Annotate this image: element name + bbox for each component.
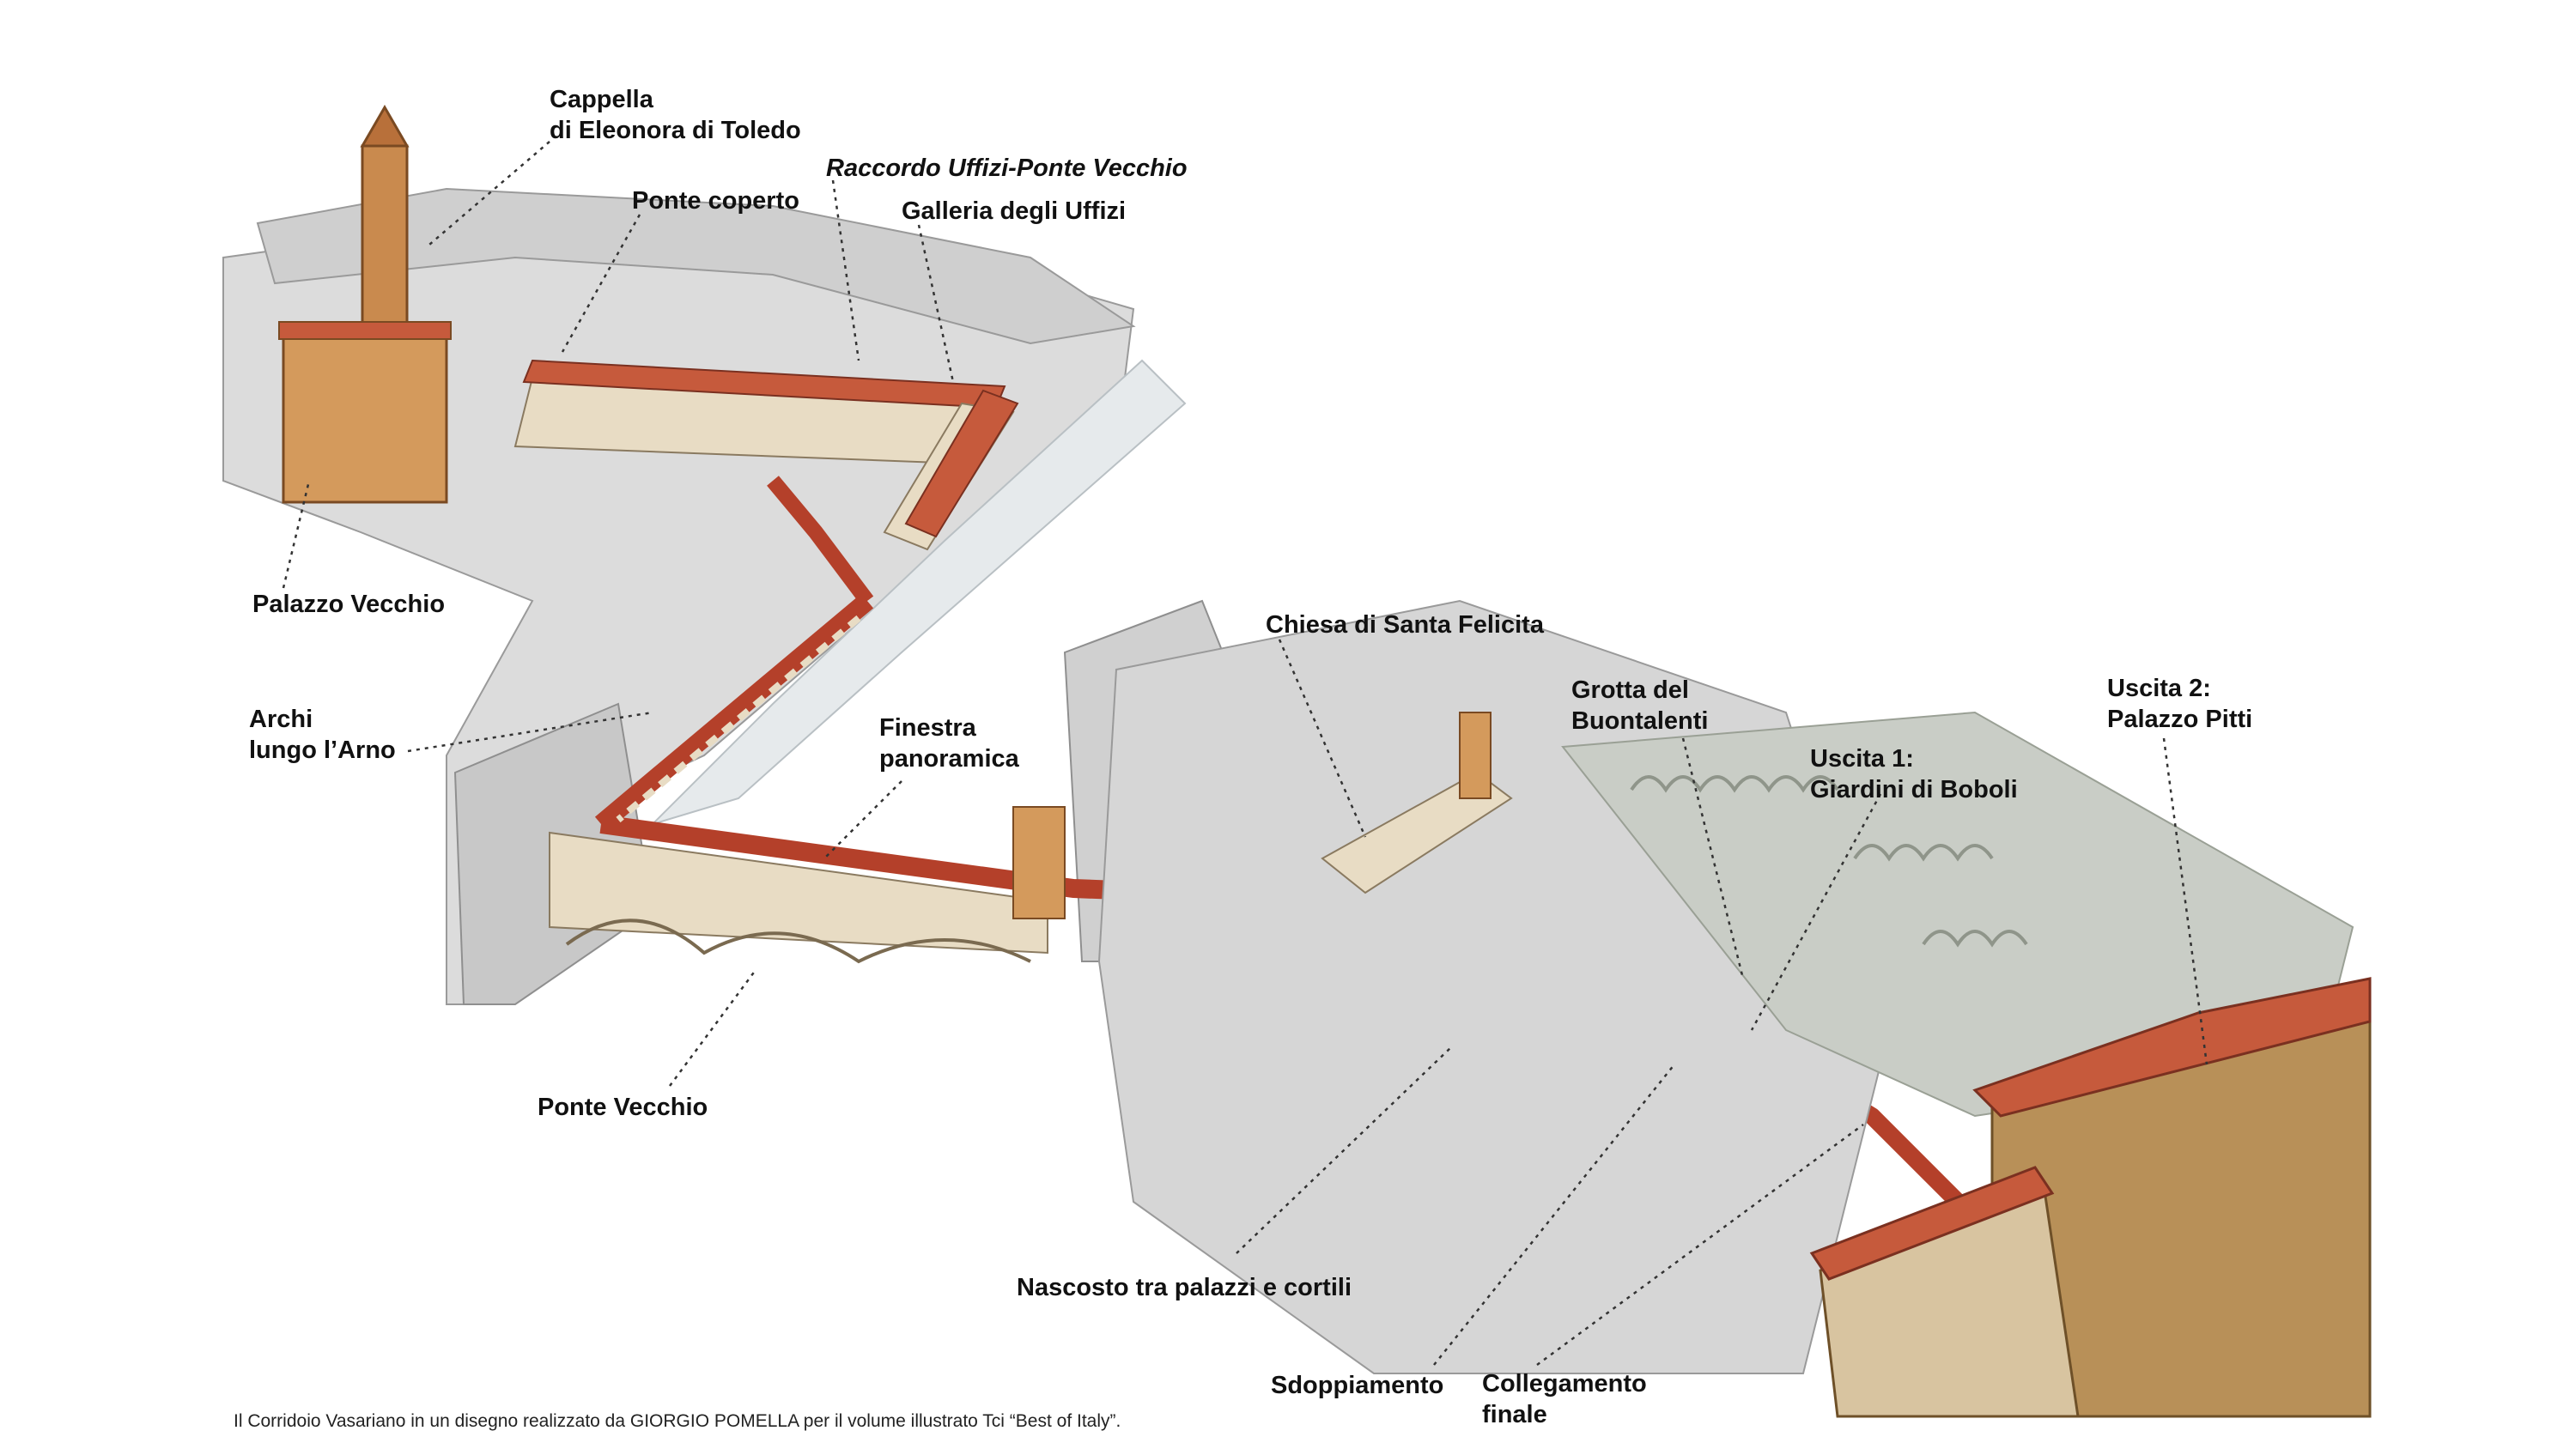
palazzo-pitti-building [1809,977,2372,1418]
label-raccordo: Raccordo Uffizi-Ponte Vecchio [826,155,1188,182]
leader-grotta [1681,737,1745,979]
label-sdoppiamento: Sdoppiamento [1271,1372,1444,1399]
corridor-uffizi-to-arno [767,476,874,606]
archi-arcade [616,615,861,823]
leader-nascosto [1236,1046,1452,1254]
palazzo-vecchio-tower [361,144,409,336]
leader-palazzo-vecchio [282,480,311,589]
leader-cappella [428,141,550,246]
palazzo-vecchio-building [278,105,452,504]
ponte-vecchio-tower [1012,806,1066,919]
palazzo-vecchio-battlement [278,321,452,340]
leader-uscita1 [1750,793,1882,1031]
label-palazzo-vecchio: Palazzo Vecchio [252,591,446,618]
label-uscita2: Uscita 2: Palazzo Pitti [2107,675,2253,733]
label-finestra: Finestra panoramica [879,714,1019,773]
label-collegamento: Collegamento finale [1482,1370,1647,1428]
label-uscita1: Uscita 1: Giardini di Boboli [1810,745,2018,803]
uffizi-east-roof [904,389,1019,538]
corridor-along-arno [594,593,874,832]
boboli-trees [1630,775,2028,948]
label-ponte-coperto: Ponte coperto [632,187,799,215]
label-nascosto: Nascosto tra palazzi e cortili [1017,1274,1352,1301]
label-cappella: Cappella di Eleonora di Toledo [550,86,801,144]
uffizi-building [513,359,1019,551]
leader-archi [407,711,653,753]
pitti-courtyard-roof [1809,1166,2055,1281]
credit-caption: Il Corridoio Vasariano in un disegno rea… [234,1411,1121,1431]
palazzo-vecchio-body [282,329,448,504]
leader-galleria [917,224,955,383]
palazzo-vecchio-spire [360,105,410,148]
ponte-vecchio-bridge [549,806,1066,964]
arno-river [652,359,1187,825]
ponte-vecchio-shops [549,831,1048,955]
ponte-vecchio-arches [565,919,1031,964]
label-grotta: Grotta del Buontalenti [1571,676,1709,735]
city-right [1097,599,2354,1374]
label-chiesa: Chiesa di Santa Felicita [1266,611,1544,639]
leader-sdoppiamento [1433,1064,1675,1366]
leader-chiesa [1278,639,1367,838]
label-archi: Archi lungo l’Arno [249,706,396,764]
leader-finestra [823,780,902,859]
santa-felicita-church [1321,771,1513,894]
leader-collegamento [1536,1123,1864,1367]
palazzo-pitti-roof [1972,977,2372,1118]
leader-uscita2 [2162,737,2208,1065]
leader-ponte-coperto [561,214,641,353]
santa-felicita-bell-tower [1459,712,1492,799]
leader-ponte-vecchio [668,969,757,1087]
leader-lines [282,141,2208,1367]
label-ponte-vecchio: Ponte Vecchio [538,1094,708,1121]
label-galleria: Galleria degli Uffizi [902,197,1127,225]
